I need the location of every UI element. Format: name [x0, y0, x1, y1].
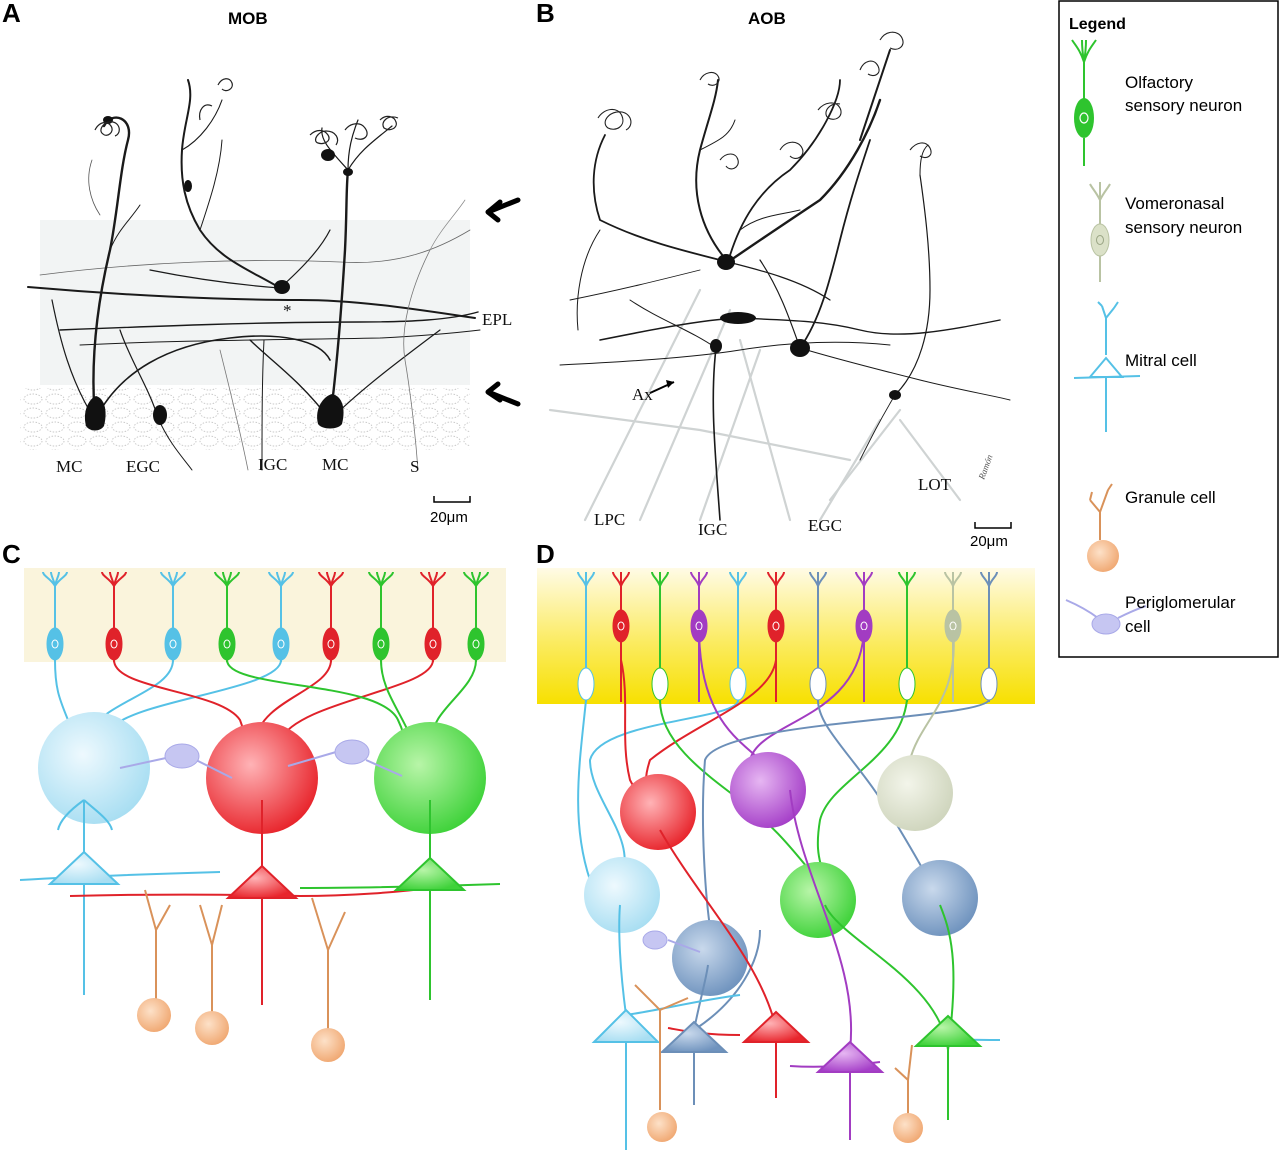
glomerulus-d-cyan: [584, 857, 660, 933]
vsn-d-5: [767, 571, 785, 702]
panel-c-granule-cells: [144, 889, 346, 1030]
vsn-d-8: [898, 571, 916, 702]
label-lpc: LPC: [594, 510, 625, 529]
legend-vsn-line2: sensory neuron: [1125, 218, 1242, 237]
osn-c-8: [463, 571, 489, 662]
aob-glomerular-tufts: [597, 31, 932, 170]
glomerulus-red: [206, 722, 318, 834]
vsn-d-3: [690, 571, 708, 702]
vsn-d-4: [729, 571, 747, 702]
mob-neuron-drawing: [27, 79, 481, 471]
artist-signature: Ramón: [976, 453, 995, 482]
panel-d-sensory-neurons: [577, 571, 998, 702]
legend-title: Legend: [1069, 16, 1126, 33]
panel-d-granule-somata: [647, 1112, 923, 1143]
vomeronasal-epithelium: [537, 568, 1035, 704]
glomerulus-d-steel-right: [902, 860, 978, 936]
legend-vomeronasal-neuron-icon: [1089, 182, 1111, 282]
panel-b-label: B: [536, 0, 555, 28]
legend-vsn-line1: Vomeronasal: [1125, 194, 1224, 213]
svg-text:Ramón: Ramón: [976, 453, 995, 482]
panel-d-mitral-somata: [591, 1008, 983, 1073]
vsn-d-9: [944, 571, 962, 702]
legend-granule-cell-icon: [1087, 483, 1119, 572]
label-igc-a: IGC: [258, 455, 287, 474]
glomerulus-d-tan: [877, 755, 953, 831]
glomerulus-cyan: [38, 712, 150, 824]
mob-glomerular-tufts: [94, 78, 399, 146]
osn-c-4: [268, 571, 294, 662]
osn-c-1: [101, 571, 127, 662]
aob-neuron-drawing: [559, 49, 1011, 521]
scale-label-b: 20μm: [970, 533, 1008, 550]
legend-osn-line1: Olfactory: [1125, 73, 1194, 92]
asterisk-marker: *: [283, 301, 292, 320]
legend-osn-line2: sensory neuron: [1125, 96, 1242, 115]
epl-upper-arrow: [485, 197, 521, 223]
epl-lower-arrow: [485, 381, 521, 407]
osn-c-2: [160, 571, 186, 662]
legend-mitral-label: Mitral cell: [1125, 351, 1197, 370]
label-egc-b: EGC: [808, 516, 842, 535]
legend-mitral-cell-icon: [1073, 301, 1141, 432]
label-mc-left: MC: [56, 457, 82, 476]
osn-c-7: [420, 571, 446, 662]
osn-c-6: [368, 571, 394, 662]
panel-c-sensory-neurons: [42, 571, 489, 662]
legend-granule-label: Granule cell: [1125, 488, 1216, 507]
vsn-d-0: [577, 571, 595, 702]
scale-label-a: 20μm: [430, 509, 468, 526]
osn-c-3: [214, 571, 240, 662]
panel-a-title: MOB: [228, 9, 268, 28]
panel-d-aob-schematic: D: [536, 539, 1035, 1150]
panel-d-periglomerular-cell: [642, 930, 701, 953]
aob-light-axons: [548, 288, 962, 522]
panel-a-mob-drawing: A MOB: [2, 0, 521, 526]
glomerulus-d-purple: [730, 752, 806, 828]
aob-somata: [710, 254, 901, 400]
panel-d-glomeruli: [584, 752, 978, 996]
panel-c-periglomerular-cells: [119, 739, 403, 779]
label-ax: Ax: [632, 385, 653, 404]
ax-arrowhead: [666, 380, 674, 388]
mob-somata: [84, 116, 353, 431]
panel-c-mitral-somata: [47, 850, 467, 899]
panel-d-granule-cells: [634, 984, 913, 1115]
label-egc-a: EGC: [126, 457, 160, 476]
label-mc-right: MC: [322, 455, 348, 474]
scale-bar-a: [433, 496, 471, 503]
label-lot: LOT: [918, 475, 952, 494]
panel-b-aob-drawing: B AOB: [536, 0, 1012, 550]
vsn-d-7: [855, 571, 873, 702]
glomerulus-green: [374, 722, 486, 834]
panel-c-granule-somata: [137, 998, 345, 1062]
legend-pg-line2: cell: [1125, 617, 1151, 636]
osn-c-0: [42, 571, 68, 662]
panel-d-label: D: [536, 539, 555, 569]
scale-bar-b: [974, 522, 1012, 529]
glomerulus-d-green: [780, 862, 856, 938]
legend-olfactory-neuron-icon: [1071, 39, 1097, 166]
panel-a-label: A: [2, 0, 21, 28]
label-igc-b: IGC: [698, 520, 727, 539]
panel-c-mob-schematic: C: [2, 539, 506, 1062]
glomerulus-d-red: [620, 774, 696, 850]
glomerulus-d-steel-left: [672, 920, 748, 996]
legend-periglomerular-cell-icon: [1065, 599, 1147, 635]
label-epl: EPL: [482, 310, 512, 329]
legend-box: Legend Olfactory sensory neuron Vomerona…: [1058, 0, 1279, 658]
panel-b-title: AOB: [748, 9, 786, 28]
panel-c-glomeruli: [38, 712, 486, 834]
vsn-d-2: [651, 571, 669, 702]
legend-pg-line1: Periglomerular: [1125, 593, 1236, 612]
panel-c-label: C: [2, 539, 21, 569]
vsn-d-1: [612, 571, 630, 702]
label-s: S: [410, 457, 419, 476]
epl-layer-band: [40, 220, 470, 385]
